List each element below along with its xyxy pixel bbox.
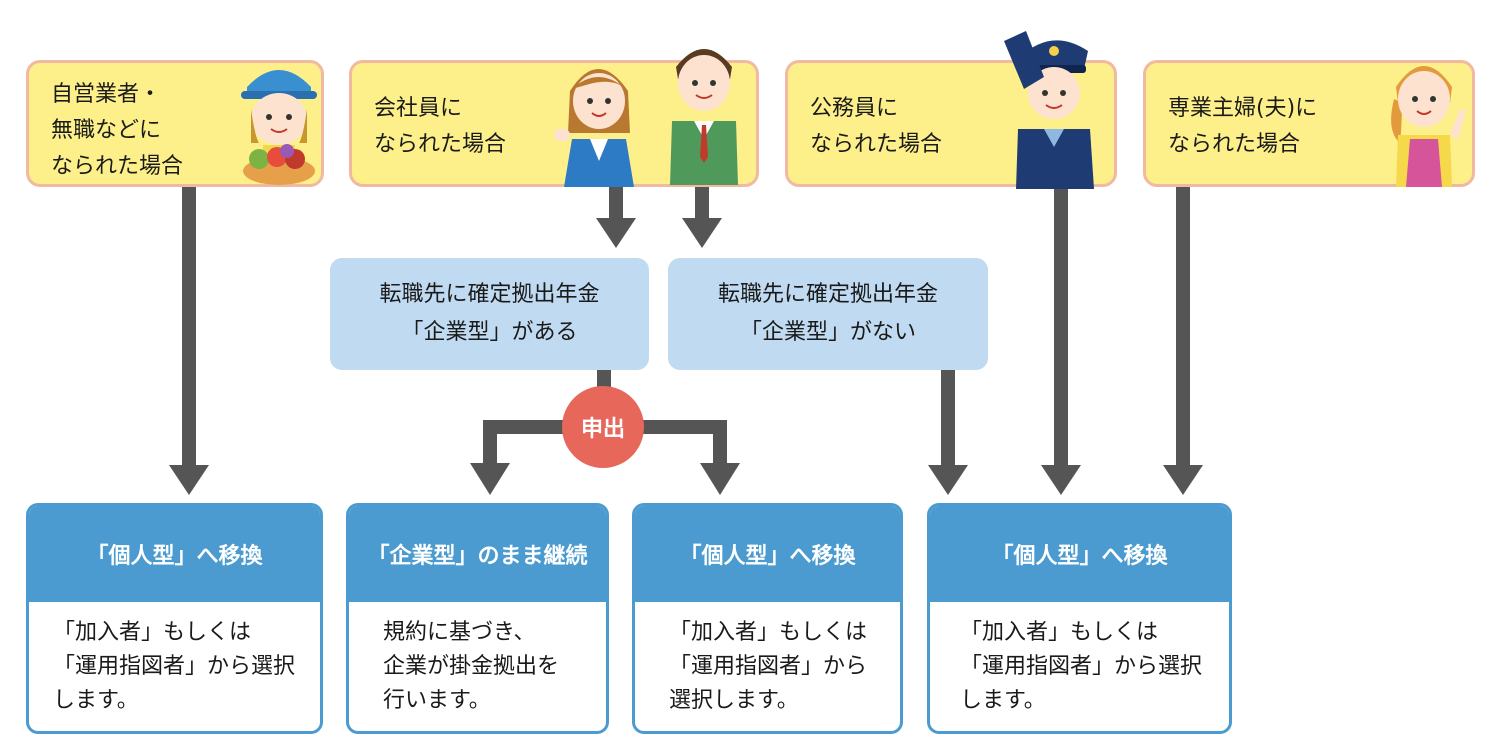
- box-no-corporate-plan-label: 転職先に確定拠出年金 「企業型」がない: [717, 282, 938, 345]
- card-civil-servant-label: 公務員に なられた場合: [810, 96, 943, 157]
- result-body: 「加入者」もしくは 「運用指図者」から選択 します。: [53, 620, 296, 713]
- result-individual-1: 「個人型」へ移換 「加入者」もしくは 「運用指図者」から選択 します。: [26, 503, 323, 734]
- request-badge: 申出: [562, 386, 644, 468]
- result-title: 「企業型」のまま継続: [349, 506, 606, 602]
- office-woman-icon: [554, 69, 634, 187]
- result-individual-2: 「個人型」へ移換 「加入者」もしくは 「運用指図者」から 選択します。: [632, 503, 903, 734]
- result-title: 「個人型」へ移換: [29, 506, 320, 602]
- result-title: 「個人型」へ移換: [930, 506, 1229, 602]
- homemaker-waving-icon: [1391, 66, 1466, 187]
- card-employee-label: 会社員に なられた場合: [374, 96, 507, 157]
- farmer-with-vegetables-icon: [241, 70, 317, 185]
- box-has-corporate-plan: 転職先に確定拠出年金 「企業型」がある: [330, 258, 649, 370]
- card-civil-servant: 公務員に なられた場合: [785, 31, 1117, 189]
- result-body: 「加入者」もしくは 「運用指図者」から 選択します。: [669, 620, 868, 713]
- result-body: 「加入者」もしくは 「運用指図者」から選択 します。: [960, 620, 1203, 713]
- box-has-corporate-plan-label: 転職先に確定拠出年金 「企業型」がある: [379, 282, 600, 345]
- result-corporate-continue: 「企業型」のまま継続 規約に基づき、 企業が掛金拠出を 行います。: [346, 503, 609, 734]
- result-body: 規約に基づき、 企業が掛金拠出を 行います。: [383, 620, 560, 713]
- card-self-employed-label: 自営業者・ 無職などに なられた場合: [51, 82, 184, 179]
- card-employee: 会社員に なられた場合: [349, 49, 759, 187]
- card-homemaker-label: 専業主婦(夫)に なられた場合: [1168, 96, 1318, 157]
- result-individual-3: 「個人型」へ移換 「加入者」もしくは 「運用指図者」から選択 します。: [927, 503, 1232, 734]
- result-title: 「個人型」へ移換: [635, 506, 900, 602]
- police-officer-saluting-icon: [1004, 31, 1094, 189]
- box-no-corporate-plan: 転職先に確定拠出年金 「企業型」がない: [668, 258, 988, 370]
- office-man-icon: [670, 49, 738, 185]
- card-homemaker: 専業主婦(夫)に なられた場合: [1143, 60, 1475, 187]
- card-self-employed: 自営業者・ 無職などに なられた場合: [26, 60, 324, 187]
